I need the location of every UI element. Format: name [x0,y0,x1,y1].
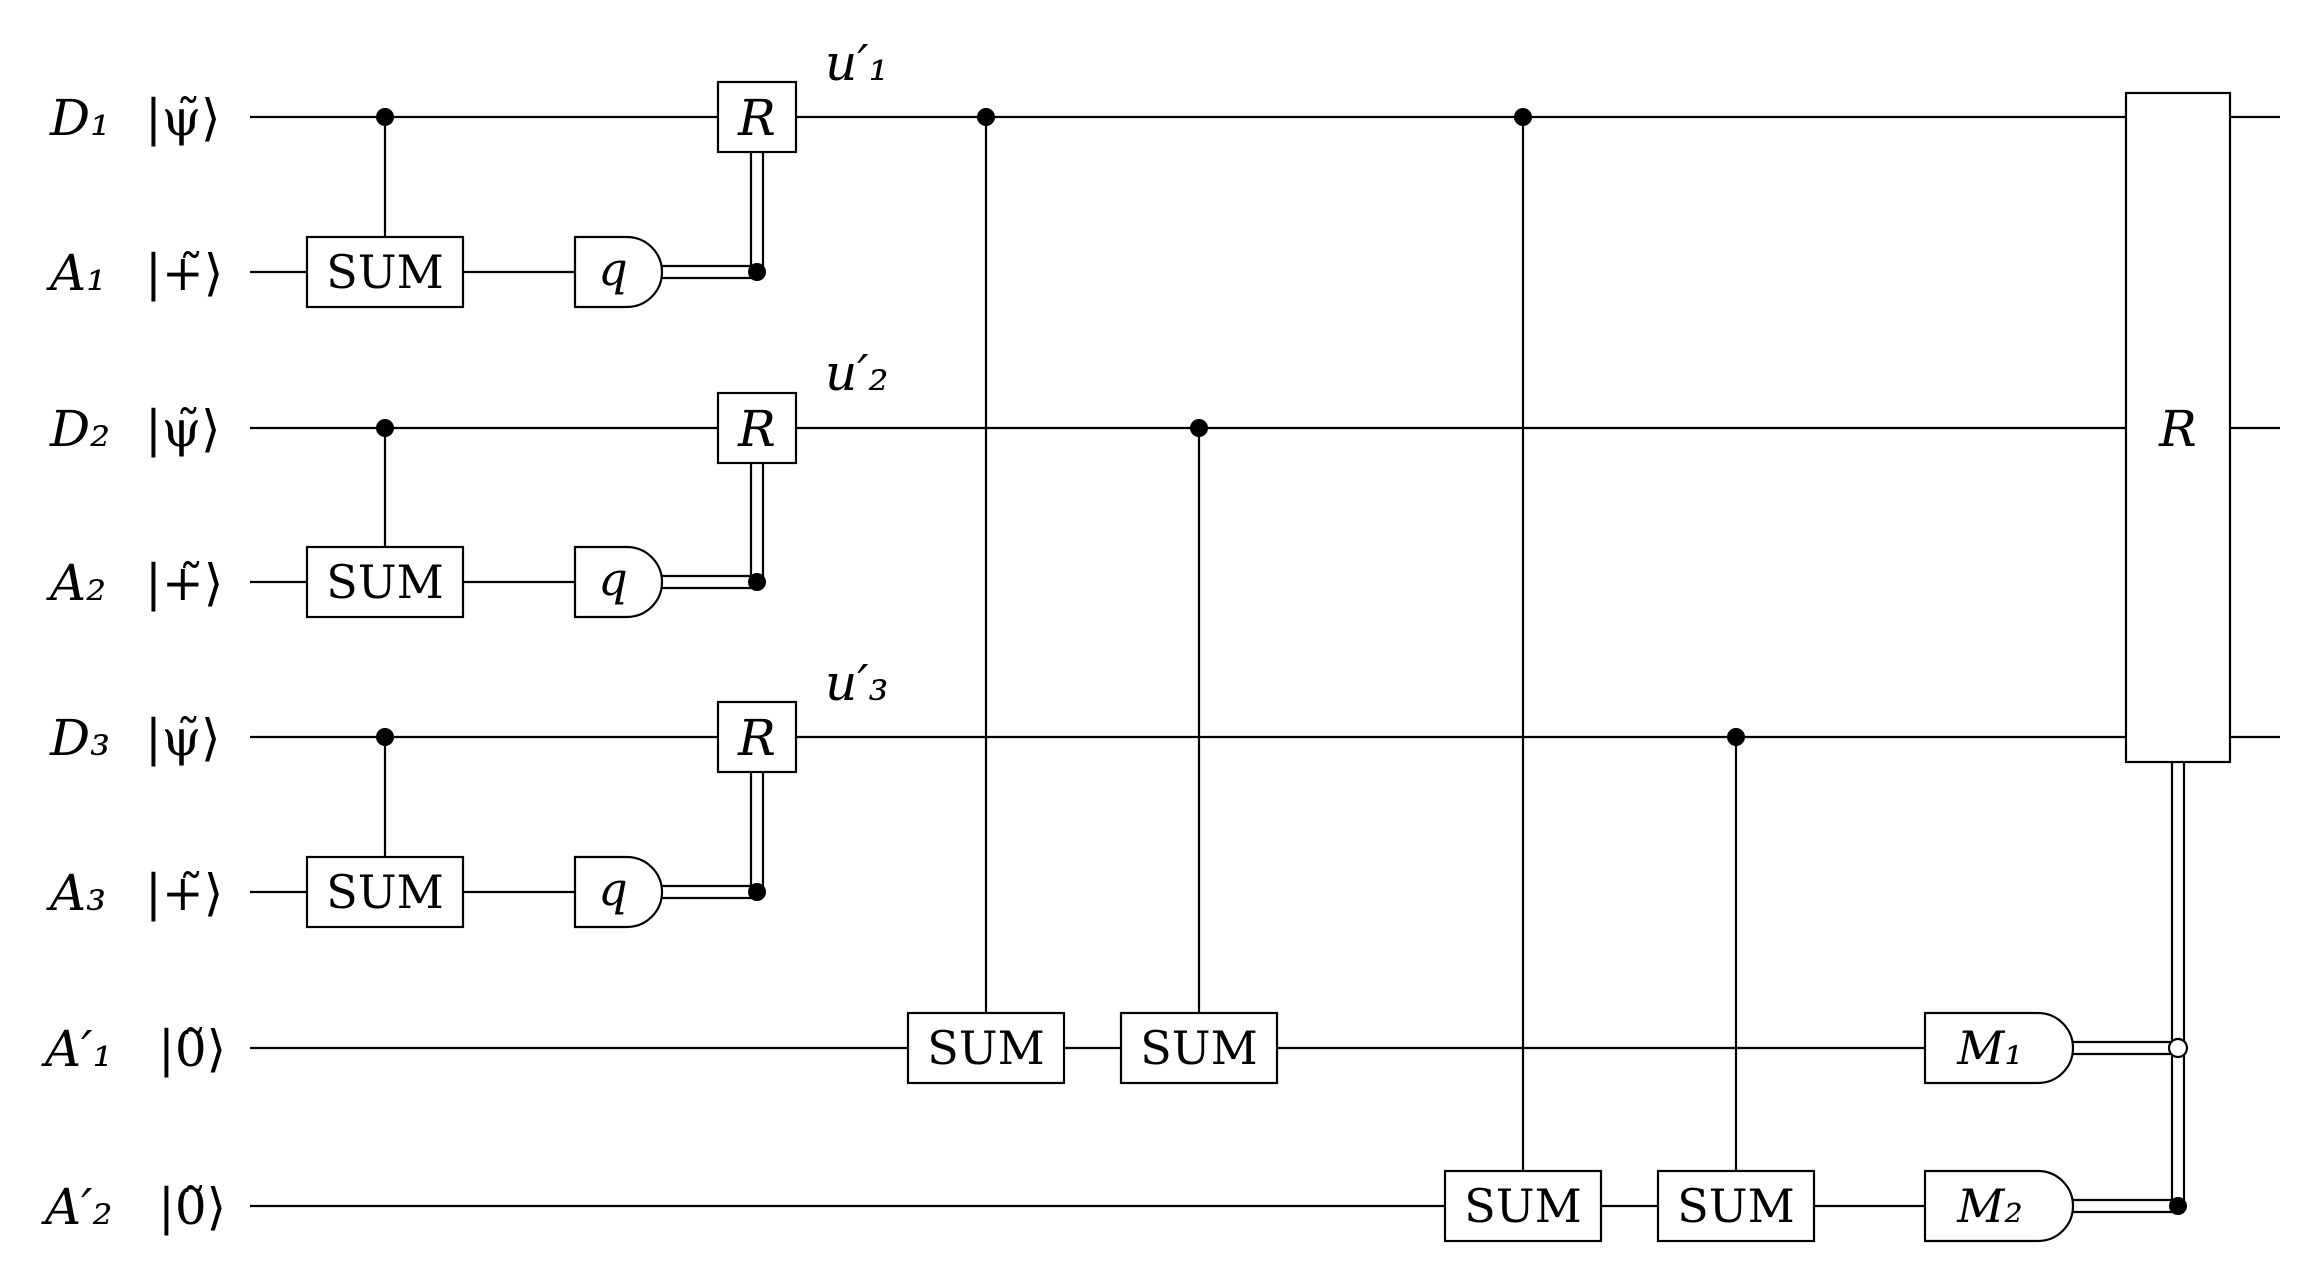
control-dot [1190,419,1208,437]
sum-gate-a2-prime-2: SUM [1656,1169,1816,1243]
wire-label-a1-prime: A′₁ [41,1020,113,1078]
sum-gates: SUM SUM SUM SUM SUM SUM SUM [305,235,1816,1243]
measure-gate-a1: q [573,235,664,309]
svg-text:R: R [737,400,776,458]
wire-label-d1: D₁ [49,89,110,147]
ket-a2: |+̃⟩ [145,554,223,612]
recovery-gate-final: R [2124,91,2232,764]
sum-gate-a2-prime-1: SUM [1443,1169,1603,1243]
sum-gate-a1-prime-2: SUM [1119,1011,1279,1085]
svg-text:SUM: SUM [326,555,443,609]
sum-gate-a3: SUM [305,855,465,929]
measure-gate-m2: M₂ [1923,1169,2075,1243]
ket-a3: |+̃⟩ [145,864,223,922]
open-control-dot [2167,1037,2189,1059]
wire-label-a2: A₂ [46,554,106,612]
svg-text:q: q [598,242,627,296]
svg-text:q: q [598,552,627,606]
annotations: u′₁ u′₂ u′₃ [825,34,889,712]
wire-label-d3: D₃ [49,709,110,767]
control-dots [376,108,2189,1215]
annotation-u2: u′₂ [825,344,889,402]
svg-text:R: R [2158,400,2197,458]
svg-text:R: R [737,709,776,767]
svg-text:M₁: M₁ [1956,1021,2023,1075]
control-dot [376,108,394,126]
svg-text:SUM: SUM [1677,1179,1794,1233]
ket-d1: |ψ̃⟩ [145,89,221,147]
control-dot [376,419,394,437]
control-dot [748,263,766,281]
svg-text:M₂: M₂ [1956,1179,2023,1233]
wire-labels: D₁ |ψ̃⟩ A₁ |+̃⟩ D₂ |ψ̃⟩ A₂ |+̃⟩ D₃ |ψ̃⟩ … [41,89,226,1236]
wire-label-d2: D₂ [49,400,110,458]
svg-text:R: R [737,89,776,147]
wire-label-a3: A₃ [46,864,106,922]
control-lines [383,117,1738,1171]
measure-gate-a2: q [573,545,664,619]
ket-d2: |ψ̃⟩ [145,400,221,458]
svg-text:SUM: SUM [326,245,443,299]
sum-gate-a1: SUM [305,235,465,309]
control-dot [1727,728,1745,746]
sum-gate-a2: SUM [305,545,465,619]
recovery-gate-d1: R [716,80,798,154]
control-dot [977,108,995,126]
measurement-gates: q q q M₁ M₂ [573,235,2075,1243]
control-dot [748,573,766,591]
svg-text:SUM: SUM [927,1021,1044,1075]
ket-a1: |+̃⟩ [145,244,223,302]
wire-label-a1: A₁ [46,244,106,302]
control-dot [2169,1197,2187,1215]
recovery-gate-d2: R [716,391,798,465]
control-dot [376,728,394,746]
svg-text:SUM: SUM [326,865,443,919]
svg-text:q: q [598,862,627,916]
sum-gate-a1-prime-1: SUM [906,1011,1066,1085]
svg-text:SUM: SUM [1464,1179,1581,1233]
annotation-u1: u′₁ [825,34,889,92]
recovery-gates: R R R R [716,80,2232,774]
control-dot [1514,108,1532,126]
ket-d3: |ψ̃⟩ [145,709,221,767]
measure-gate-a3: q [573,855,664,929]
classical-wires [662,152,2186,1214]
ket-a2-prime: |0̃⟩ [158,1178,226,1236]
wire-label-a2-prime: A′₂ [41,1178,113,1236]
recovery-gate-d3: R [716,700,798,774]
annotation-u3: u′₃ [825,654,889,712]
ket-a1-prime: |0̃⟩ [158,1020,226,1078]
measure-gate-m1: M₁ [1923,1011,2075,1085]
control-dot [748,883,766,901]
svg-text:SUM: SUM [1140,1021,1257,1075]
